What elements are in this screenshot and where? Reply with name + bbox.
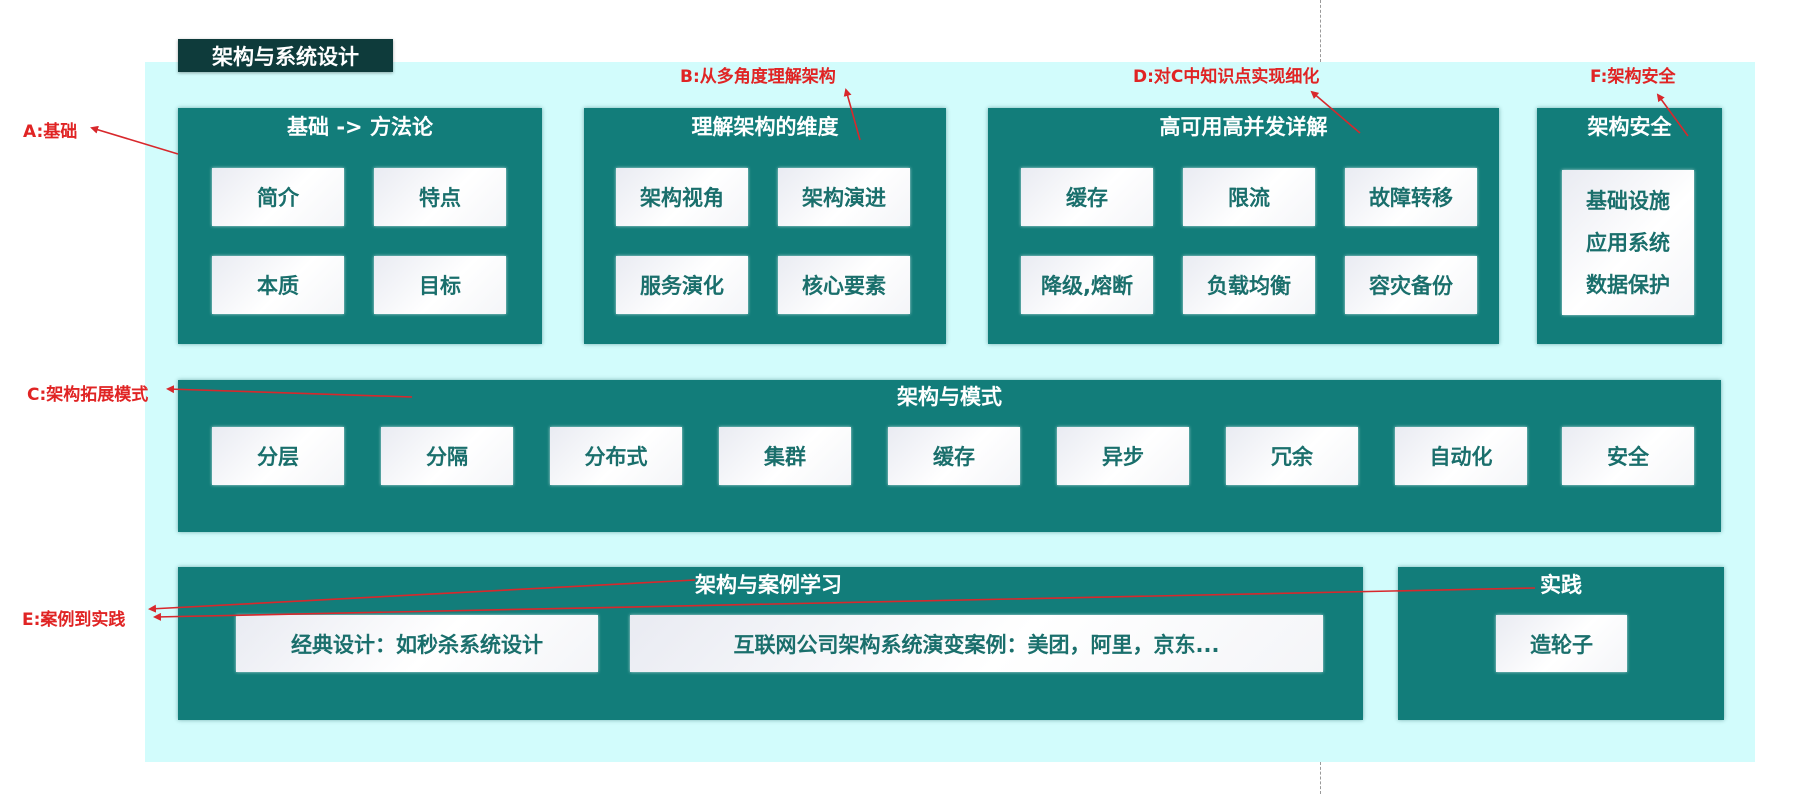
node-intro[interactable]: 简介 [212, 168, 344, 226]
node-security-list[interactable]: 基础设施 应用系统 数据保护 [1562, 170, 1694, 315]
security-item-application: 应用系统 [1586, 230, 1670, 255]
node-cache[interactable]: 缓存 [1021, 168, 1153, 226]
guide-line-bottom [1320, 762, 1321, 794]
node-redundancy[interactable]: 冗余 [1226, 427, 1358, 485]
guide-line-top [1320, 0, 1321, 62]
panel-basics-title: 基础 -> 方法论 [287, 115, 433, 139]
node-features[interactable]: 特点 [374, 168, 506, 226]
annotation-f: F:架构安全 [1590, 67, 1676, 87]
panel-patterns: 架构与模式 分层 分隔 分布式 集群 缓存 异步 冗余 自动化 安全 [178, 380, 1721, 532]
node-load-balance[interactable]: 负载均衡 [1183, 256, 1315, 314]
security-item-infrastructure: 基础设施 [1586, 188, 1670, 213]
node-core-elements[interactable]: 核心要素 [778, 256, 910, 314]
node-classic-design[interactable]: 经典设计：如秒杀系统设计 [236, 615, 598, 672]
node-essence[interactable]: 本质 [212, 256, 344, 314]
panel-practice: 实践 造轮子 [1398, 567, 1724, 720]
node-distributed[interactable]: 分布式 [550, 427, 682, 485]
node-failover[interactable]: 故障转移 [1345, 168, 1477, 226]
annotation-a: A:基础 [23, 122, 78, 142]
node-rate-limit[interactable]: 限流 [1183, 168, 1315, 226]
node-automation[interactable]: 自动化 [1395, 427, 1527, 485]
panel-high-availability: 高可用高并发详解 缓存 限流 故障转移 降级,熔断 负载均衡 容灾备份 [988, 108, 1499, 344]
panel-basics: 基础 -> 方法论 简介 特点 本质 目标 [178, 108, 542, 344]
node-disaster-backup[interactable]: 容灾备份 [1345, 256, 1477, 314]
panel-patterns-title: 架构与模式 [897, 385, 1002, 409]
panel-security-title: 架构安全 [1587, 115, 1672, 139]
node-internet-cases[interactable]: 互联网公司架构系统演变案例：美团，阿里，京东... [630, 615, 1323, 672]
node-pattern-cache[interactable]: 缓存 [888, 427, 1020, 485]
panel-dimensions-title: 理解架构的维度 [691, 115, 839, 139]
panel-security: 架构安全 基础设施 应用系统 数据保护 [1537, 108, 1722, 344]
node-async[interactable]: 异步 [1057, 427, 1189, 485]
annotation-b: B:从多角度理解架构 [680, 67, 836, 87]
annotation-e: E:案例到实践 [22, 610, 126, 630]
annotation-c: C:架构拓展模式 [27, 385, 149, 405]
node-cluster[interactable]: 集群 [719, 427, 851, 485]
diagram-title: 架构与系统设计 [178, 39, 393, 72]
panel-practice-title: 实践 [1540, 573, 1582, 597]
node-service-evolution[interactable]: 服务演化 [616, 256, 748, 314]
node-degrade-circuit-break[interactable]: 降级,熔断 [1021, 256, 1153, 314]
security-item-data-protection: 数据保护 [1586, 272, 1670, 297]
panel-cases-title: 架构与案例学习 [695, 573, 842, 597]
node-arch-perspective[interactable]: 架构视角 [616, 168, 748, 226]
node-goals[interactable]: 目标 [374, 256, 506, 314]
node-build-wheels[interactable]: 造轮子 [1496, 615, 1627, 672]
panel-dimensions: 理解架构的维度 架构视角 架构演进 服务演化 核心要素 [584, 108, 946, 344]
node-layering[interactable]: 分层 [212, 427, 344, 485]
panel-ha-title: 高可用高并发详解 [1159, 115, 1328, 139]
node-isolation[interactable]: 分隔 [381, 427, 513, 485]
panel-cases: 架构与案例学习 经典设计：如秒杀系统设计 互联网公司架构系统演变案例：美团，阿里… [178, 567, 1363, 720]
node-security[interactable]: 安全 [1562, 427, 1694, 485]
annotation-d: D:对C中知识点实现细化 [1133, 67, 1320, 87]
node-arch-evolution[interactable]: 架构演进 [778, 168, 910, 226]
